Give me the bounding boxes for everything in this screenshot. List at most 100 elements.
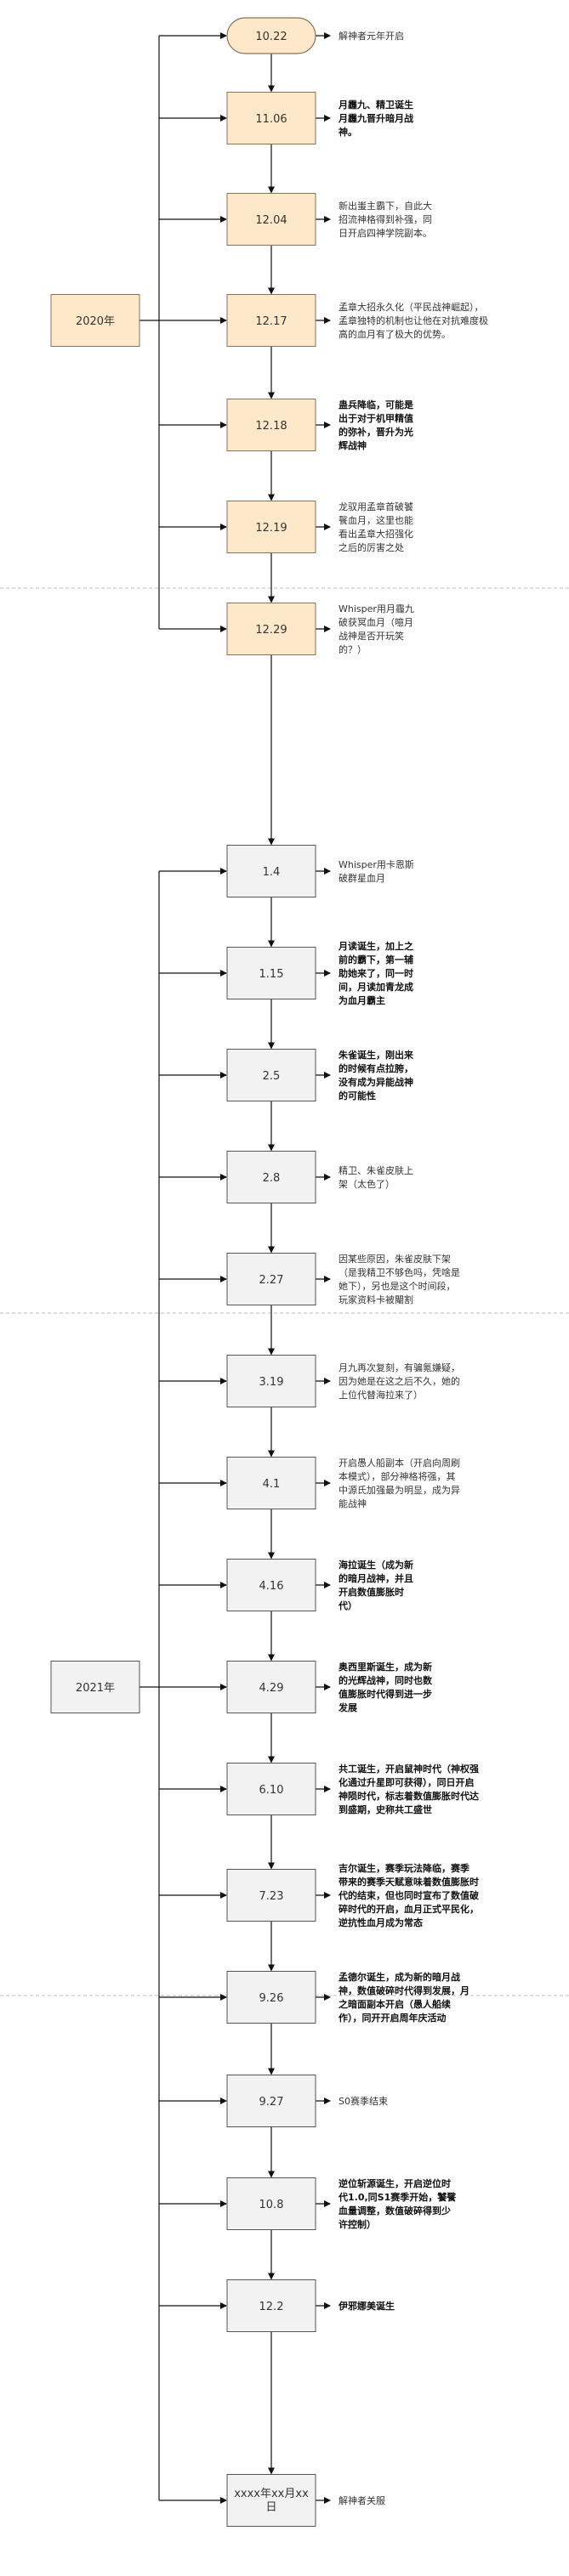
node-date: 12.2	[259, 2301, 284, 2313]
year-label: 2020年	[76, 315, 115, 328]
year-label: 2021年	[76, 1682, 115, 1695]
timeline-node: 4.29	[226, 1661, 316, 1713]
node-date: 2.5	[263, 1070, 281, 1083]
node-date: 12.29	[255, 624, 287, 637]
note-line: 发展	[338, 1701, 358, 1713]
note-line: 的暗月战神，并且	[339, 1572, 413, 1584]
note-line: 神陨时代，标志着数值膨胀时代达	[339, 1790, 479, 1802]
node-box	[226, 2177, 316, 2230]
timeline-node: 2.8	[226, 1151, 316, 1203]
note-line: 月读诞生，加上之	[338, 940, 413, 952]
timeline-node: 9.27	[226, 2075, 316, 2127]
note-line: S0赛季结束	[339, 2095, 388, 2107]
note-line: 之暗面副本开启（愚人船续	[339, 1998, 451, 2010]
note-line: 为血月霸主	[339, 994, 385, 1006]
node-date: 4.1	[263, 1478, 281, 1491]
note-line: 代）	[338, 1599, 357, 1611]
node-date: 10.8	[259, 2199, 284, 2211]
note-line: 架（太色了）	[339, 1178, 395, 1190]
note-line: 孟章独特的机制也让他在对抗难度极	[339, 314, 488, 326]
event-note: 共工诞生，开启鼠神时代（神权强化通过升星即可获得），同日开启神陨时代，标志着数值…	[339, 1763, 479, 1815]
note-line: 中源氏加强最为明显，成为异	[339, 1484, 460, 1496]
note-line: 碎时代的开启，血月正式平民化，	[339, 1903, 479, 1915]
timeline-node: 2.27	[226, 1253, 316, 1305]
note-line: 神，数值破碎时代得到发展，月	[339, 1984, 469, 1996]
note-line: 到盛期，史称共工盛世	[339, 1803, 432, 1815]
note-line: 玩家资料卡被閹割	[339, 1294, 413, 1305]
node-box	[226, 1355, 316, 1407]
event-note: 孟章大招永久化（平民战神崛起），孟章独特的机制也让他在对抗难度极高的血月有了极大…	[339, 301, 488, 340]
timeline-node: 12.04	[226, 193, 316, 246]
node-date: 2.27	[259, 1274, 284, 1287]
note-line: 战神是否开玩笑	[339, 630, 404, 642]
note-line: 共工诞生，开启鼠神时代（神权强	[339, 1763, 479, 1775]
note-line: 许控制）	[339, 2218, 376, 2230]
event-note: 开启愚人船副本（开启向周刷本模式），部分神格将强，其中源氏加强最为明显，成为异能…	[339, 1457, 460, 1509]
note-line: 招流神格得到补强，同	[339, 213, 432, 225]
note-line: 因某些原因，朱雀皮肤下架	[339, 1253, 451, 1265]
node-box	[226, 2474, 316, 2527]
note-line: Whisper用月霾九	[339, 603, 414, 614]
note-line: 之后的厉害之处	[339, 541, 404, 553]
note-line: 高的血月有了极大的优势。	[339, 328, 451, 340]
note-line: 代的结束，但也同时宣布了数值破	[338, 1889, 479, 1901]
event-note: 解神者元年开启	[339, 30, 404, 42]
note-line: 龙驭用孟章首破饕	[339, 501, 413, 512]
note-line: 辉战神	[339, 439, 367, 451]
note-line: 破获冥血月（噫月	[339, 616, 413, 628]
node-box	[226, 1457, 316, 1509]
event-note: 逆位斩源诞生，开启逆位时代1.0,同S1赛季开始，饕餮血量调整，数值破碎得到少许…	[338, 2177, 457, 2230]
timeline-node: 1.15	[226, 947, 316, 999]
note-line: 的可能性	[339, 1090, 376, 1101]
node-box	[226, 1971, 316, 2024]
timeline-node: 7.23	[226, 1869, 316, 1922]
note-line: 前的霸下，第一辅	[339, 954, 413, 965]
note-line: 开启数值膨胀时	[339, 1586, 404, 1598]
note-line: 伊邪娜美诞生	[338, 2300, 395, 2312]
event-note: 解神者关服	[339, 2494, 385, 2506]
note-line: 出于对于机甲精值	[339, 412, 413, 424]
node-date: 6.10	[259, 1784, 284, 1797]
node-date: 12.18	[255, 420, 287, 433]
note-line: 的弥补，晋升为光	[339, 426, 413, 438]
node-date: 12.17	[255, 315, 287, 328]
timeline-node: 9.26	[226, 1971, 316, 2024]
note-line: 代1.0,同S1赛季开始，饕餮	[338, 2191, 457, 2203]
note-line: 血量调整，数值破碎得到少	[339, 2205, 451, 2216]
note-line: 作），同开开启周年庆活动	[339, 2012, 447, 2024]
node-date: xxxx年xx月xx	[234, 2488, 309, 2500]
timeline-node: 6.10	[226, 1763, 316, 1815]
node-box	[226, 1661, 316, 1713]
note-line: 吉尔诞生，赛季玩法降临，赛季	[339, 1862, 470, 1874]
node-date: 4.29	[259, 1682, 284, 1695]
note-line: 逆位斩源诞生，开启逆位时	[339, 2177, 451, 2189]
node-date: 4.16	[259, 1580, 284, 1593]
node-box	[226, 92, 316, 144]
note-line: 月九再次复刻，有骗氪嫌疑，	[339, 1362, 460, 1373]
node-box	[226, 501, 316, 553]
event-note: 吉尔诞生，赛季玩法降临，赛季带来的赛季天赋意味着数值膨胀时代的结束，但也同时宣布…	[338, 1862, 479, 1928]
node-date: 9.27	[259, 2096, 284, 2109]
note-line: （是我精卫不够色吗，凭啥是	[339, 1266, 460, 1278]
node-box	[226, 1763, 316, 1815]
note-line: 新出蚩主霸下，自此大	[339, 200, 432, 212]
note-line: 逆抗性血月成为常态	[339, 1916, 423, 1928]
year-groups: 2020年 2021年	[50, 294, 140, 1713]
timeline-node: 12.19	[226, 501, 316, 553]
note-line: 本模式），部分神格将强，其	[339, 1470, 456, 1482]
node-box	[226, 399, 316, 451]
timeline-node: 12.2	[226, 2279, 316, 2332]
node-box	[226, 1049, 316, 1101]
timeline-node: 11.06	[226, 92, 316, 144]
note-line: 神。	[339, 126, 357, 138]
note-line: 看出孟章大招强化	[339, 528, 413, 540]
